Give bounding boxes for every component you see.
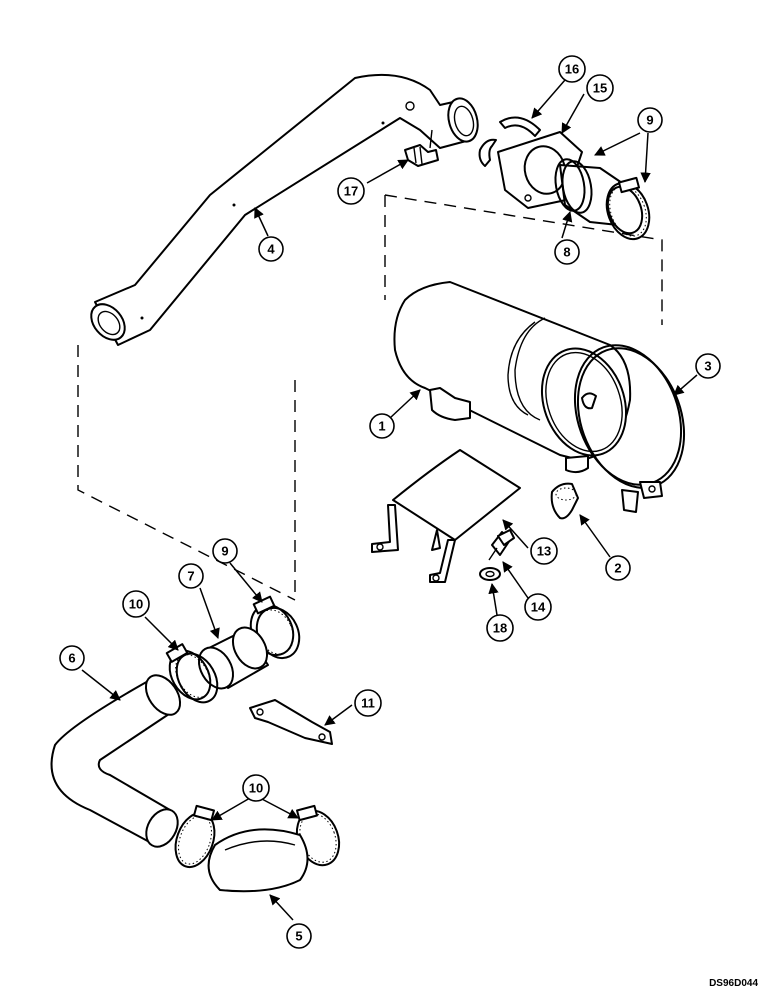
callout-10-lower-label: 10: [249, 781, 263, 796]
callout-6: 6: [59, 645, 85, 671]
leader-lines: [81, 79, 698, 921]
callout-14-label: 14: [531, 600, 546, 615]
callout-16-label: 16: [565, 62, 579, 77]
callout-5: 5: [286, 923, 312, 949]
callout-18-label: 18: [493, 621, 507, 636]
bolt: [488, 529, 515, 561]
callout-15-label: 15: [593, 81, 607, 96]
callout-4: 4: [258, 236, 284, 262]
callout-17: 17: [337, 177, 365, 205]
band-clamp: [573, 344, 686, 513]
restriction-sensor: [404, 129, 439, 167]
callout-3-label: 3: [704, 359, 711, 374]
callout-10-upper: 10: [122, 590, 150, 618]
hose-bracket: [249, 699, 333, 745]
callout-10-lower: 10: [242, 774, 270, 802]
callout-13: 13: [530, 537, 558, 565]
air-cleaner-housing: [393, 281, 632, 474]
callout-11-label: 11: [361, 696, 375, 711]
washer: [479, 567, 501, 581]
intake-tube-upper: [90, 73, 479, 346]
intake-hose-lower: [50, 674, 182, 848]
callout-14: 14: [524, 593, 552, 621]
callout-10-upper-label: 10: [129, 597, 143, 612]
callout-1: 1: [369, 413, 395, 439]
callout-4-label: 4: [267, 242, 275, 257]
callout-2-label: 2: [614, 561, 621, 576]
callout-13-label: 13: [537, 544, 551, 559]
drawing-code: DS96D044: [709, 978, 758, 989]
callout-17-label: 17: [344, 184, 358, 199]
hose-clamp-upper: [165, 643, 219, 704]
support-strap: [371, 449, 521, 583]
callout-9-upper: 9: [637, 107, 663, 133]
callout-6-label: 6: [68, 651, 75, 666]
retaining-clip: [478, 116, 541, 167]
dust-valve: [550, 482, 579, 520]
callout-1-label: 1: [378, 419, 385, 434]
callout-9-upper-label: 9: [646, 113, 653, 128]
callout-2: 2: [605, 555, 631, 581]
callout-7-label: 7: [187, 569, 194, 584]
callout-5-label: 5: [295, 929, 302, 944]
callout-15: 15: [586, 74, 614, 102]
straight-coupler: [197, 626, 269, 690]
callout-18: 18: [486, 614, 514, 642]
elbow-hose: [207, 828, 309, 893]
callout-9-lower: 9: [212, 538, 238, 564]
callout-8-label: 8: [563, 245, 570, 260]
outlet-elbow: [554, 158, 651, 241]
callout-16: 16: [558, 55, 586, 83]
callout-9-lower-label: 9: [221, 544, 228, 559]
callout-7: 7: [178, 563, 204, 589]
callout-8: 8: [554, 239, 580, 265]
callout-11: 11: [354, 689, 382, 717]
callout-3: 3: [695, 353, 721, 379]
